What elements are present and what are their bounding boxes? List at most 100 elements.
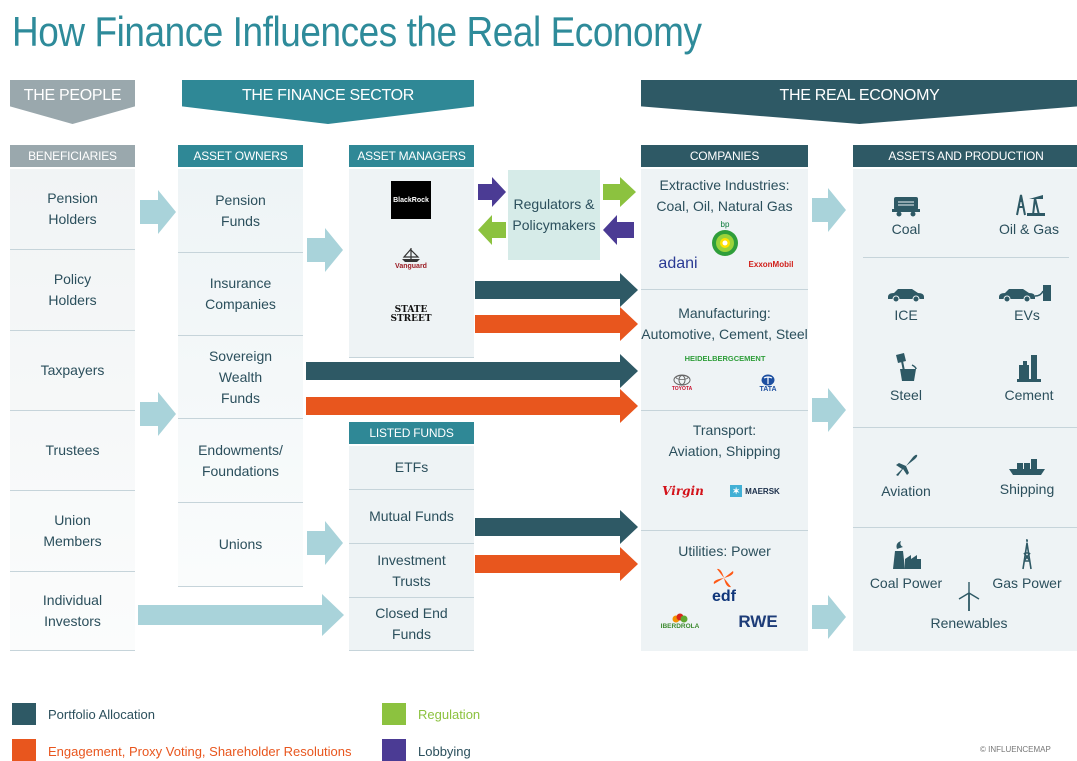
companies-extractive-title: Extractive Industries: Coal, Oil, Natura… <box>656 177 793 214</box>
maersk-star-icon: ✶ <box>730 485 743 497</box>
asset-gas-power: Gas Power <box>989 539 1065 591</box>
blackrock-logo: BlackRock <box>391 181 431 219</box>
arrow-unions-to-funds <box>307 521 343 565</box>
maersk-logo: ✶ MAERSK <box>727 483 783 499</box>
beneficiary-policy-holders: Policy Holders <box>10 250 135 331</box>
gas-tower-icon <box>1022 539 1032 570</box>
arrow-managers-portfolio-allocation <box>475 273 638 307</box>
iberdrola-logo: IBERDROLA <box>655 609 705 633</box>
header-listed-funds: LISTED FUNDS <box>349 422 474 444</box>
asset-shipping-label: Shipping <box>999 481 1055 497</box>
page-title: How Finance Influences the Real Economy <box>12 8 702 55</box>
credit-text: © INFLUENCEMAP <box>980 745 1051 754</box>
fund-closed-end-funds: Closed End Funds <box>349 598 474 651</box>
maersk-logo-text: MAERSK <box>745 486 780 496</box>
oil-pump-icon <box>1016 194 1045 216</box>
asset-coal-label: Coal <box>891 221 921 237</box>
arrow-managers-lobbying <box>478 177 506 207</box>
blackrock-logo-text: BlackRock <box>393 196 429 204</box>
electric-car-icon <box>999 285 1051 303</box>
asset-ice: ICE <box>871 285 941 323</box>
asset-ice-label: ICE <box>894 307 918 323</box>
assets-column: Coal Oil & Gas ICE EVs Steel Cement Avia… <box>853 169 1077 651</box>
listed-funds-column: ETFs Mutual Funds Investment Trusts Clos… <box>349 446 474 651</box>
fund-etfs: ETFs <box>349 446 474 490</box>
tata-logo-text: TATA <box>759 385 777 393</box>
legend-regulation-label: Regulation <box>418 707 481 722</box>
vanguard-logo: Vanguard <box>386 241 436 275</box>
legend-portfolio-swatch <box>12 703 36 725</box>
coal-wagon-icon <box>892 197 920 217</box>
legend-regulation-swatch <box>382 703 406 725</box>
asset-coal-power-label: Coal Power <box>869 575 943 591</box>
coal-power-plant-icon <box>893 541 921 569</box>
toyota-logo-text: TOYOTA <box>671 386 693 392</box>
iberdrola-leaf-icon <box>672 613 688 622</box>
owner-sovereign-wealth-funds: Sovereign Wealth Funds <box>178 336 303 419</box>
fund-mutual-funds: Mutual Funds <box>349 490 474 544</box>
asset-steel: Steel <box>875 351 937 403</box>
section-people: THE PEOPLE <box>10 80 135 124</box>
toyota-logo: TOYOTA <box>665 371 699 395</box>
iberdrola-logo-text: IBERDROLA <box>660 622 700 630</box>
section-real-economy-label: THE REAL ECONOMY <box>779 87 940 104</box>
edf-logo-text: edf <box>712 588 736 605</box>
section-people-label: THE PEOPLE <box>23 87 122 104</box>
airplane-icon <box>896 454 918 476</box>
asset-shipping: Shipping <box>989 455 1065 497</box>
arrow-companies-lobbying <box>603 215 634 245</box>
header-assets-production: ASSETS AND PRODUCTION <box>853 145 1077 167</box>
owner-pension-funds: Pension Funds <box>178 169 303 253</box>
virgin-logo: Virgin <box>662 484 704 498</box>
header-asset-owners: ASSET OWNERS <box>178 145 303 167</box>
ship-icon <box>1009 459 1045 475</box>
asset-renewables: Renewables <box>929 581 1009 631</box>
asset-steel-label: Steel <box>890 387 922 403</box>
arrow-beneficiaries-to-pension-funds <box>140 190 176 234</box>
toyota-emblem-icon <box>673 374 691 386</box>
arrow-extractive-to-assets <box>812 188 846 232</box>
companies-manufacturing-title: Manufacturing: Automotive, Cement, Steel <box>641 305 808 342</box>
adani-logo: adani <box>658 255 698 272</box>
arrow-sovereign-engagement <box>306 389 638 423</box>
companies-transport-title: Transport: Aviation, Shipping <box>668 422 781 459</box>
owner-endowments-foundations: Endowments/ Foundations <box>178 419 303 503</box>
arrow-individual-investors-to-funds <box>138 594 344 636</box>
arrow-utilities-to-assets <box>812 595 846 639</box>
edf-flower-icon <box>713 568 734 588</box>
legend-lobbying-swatch <box>382 739 406 761</box>
arrow-beneficiaries-to-sovereign <box>140 392 176 436</box>
asset-aviation-label: Aviation <box>881 483 931 499</box>
arrow-owners-to-managers <box>307 228 343 272</box>
section-finance: THE FINANCE SECTOR <box>182 80 474 124</box>
asset-oil-gas-label: Oil & Gas <box>999 221 1059 237</box>
arrow-regulators-regulate-managers <box>478 215 506 245</box>
beneficiary-individual-investors: Individual Investors <box>10 572 135 651</box>
beneficiaries-column: Pension Holders Policy Holders Taxpayers… <box>10 169 135 651</box>
arrow-managers-engagement <box>475 307 638 341</box>
companies-utilities-title: Utilities: Power <box>678 543 771 559</box>
edf-logo: edf <box>699 565 749 607</box>
steel-ladle-icon <box>896 353 917 381</box>
exxonmobil-logo: ExxonMobil <box>748 259 794 269</box>
heidelbergcement-logo: HEIDELBERGCEMENT <box>684 353 766 363</box>
legend-portfolio-label: Portfolio Allocation <box>48 707 155 722</box>
asset-evs-label: EVs <box>1014 307 1040 323</box>
owner-insurance-companies: Insurance Companies <box>178 253 303 336</box>
car-icon <box>888 289 924 303</box>
ship-icon <box>402 247 420 262</box>
vanguard-logo-text: Vanguard <box>395 262 427 270</box>
section-finance-label: THE FINANCE SECTOR <box>241 87 415 104</box>
arrow-regulators-regulate-companies <box>603 177 636 207</box>
arrow-companies-to-assets-mid <box>812 388 846 432</box>
asset-coal-power: Coal Power <box>867 539 945 591</box>
rwe-logo: RWE <box>738 612 778 631</box>
asset-owners-column: Pension Funds Insurance Companies Sovere… <box>178 169 303 587</box>
asset-oil-gas: Oil & Gas <box>993 191 1065 237</box>
arrow-funds-engagement <box>475 547 638 581</box>
arrow-funds-portfolio-allocation <box>475 510 638 544</box>
legend-lobbying-label: Lobbying <box>418 744 471 759</box>
state-street-logo-text: STATE STREET <box>390 305 432 324</box>
bp-sunflower-icon <box>712 229 738 256</box>
owner-unions: Unions <box>178 503 303 587</box>
